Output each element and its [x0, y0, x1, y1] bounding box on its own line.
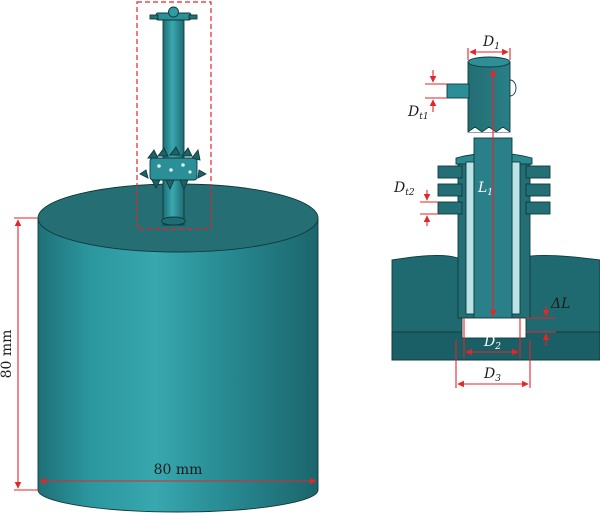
right-panel: D1 Dt1 Dt2 L1: [391, 34, 600, 388]
left-panel: 80 mm 80 mm: [0, 1, 319, 513]
toothed-rotor: [139, 146, 207, 191]
dim-D3: D3: [455, 340, 531, 388]
dim-Dt1: Dt1: [407, 70, 447, 122]
label-L1: L1: [477, 180, 493, 198]
dim-L1: L1: [477, 69, 497, 317]
stirrer-shaft: [162, 19, 185, 226]
label-Dt2: Dt2: [393, 180, 415, 198]
label-deltaL: ΔL: [550, 296, 570, 312]
dim-deltaL: ΔL: [526, 296, 570, 346]
width-label: 80 mm: [154, 462, 203, 478]
label-D3: D3: [483, 366, 501, 384]
detail-highlight-box: [136, 1, 212, 230]
label-D2: D2: [483, 334, 501, 352]
cylinder-body: [37, 217, 319, 513]
dim-Dt2: Dt2: [393, 180, 438, 226]
side-pin: [446, 83, 470, 99]
dim-D2: D2: [463, 318, 521, 358]
height-dimension: 80 mm: [0, 217, 38, 491]
height-label: 80 mm: [0, 330, 15, 379]
dim-D1: D1: [467, 34, 511, 60]
shaft-base: [161, 216, 186, 226]
lower-assembly-section: [391, 137, 600, 361]
label-Dt1: Dt1: [407, 104, 429, 122]
label-D1: D1: [482, 34, 500, 52]
shaft-top-fixture: [149, 6, 198, 21]
width-dimension: 80 mm: [39, 462, 317, 485]
shaft-top-section: [446, 56, 517, 133]
